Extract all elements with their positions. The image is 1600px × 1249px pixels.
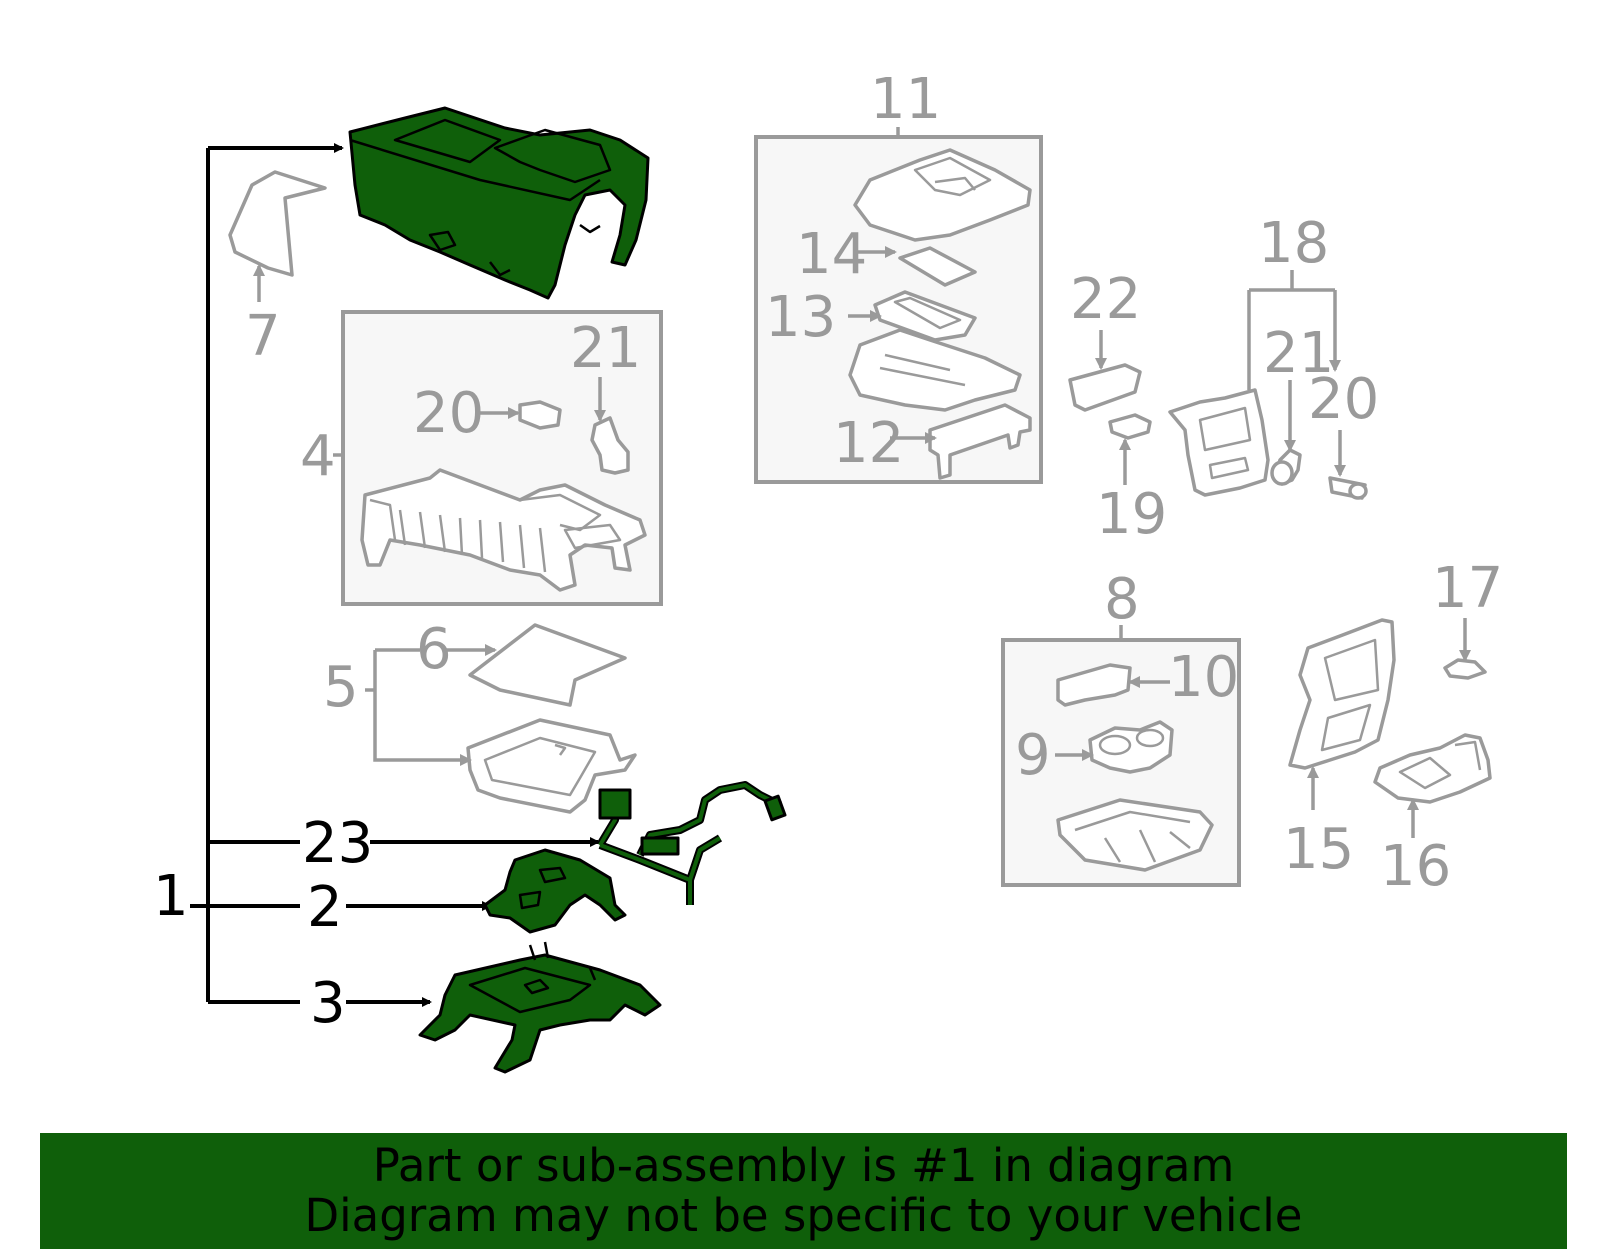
clip-part-19 — [1108, 413, 1152, 485]
callout-4: 4 — [300, 424, 336, 489]
lid-lower-part-12 — [848, 328, 1032, 480]
bracket-part — [483, 848, 627, 934]
lid-top-part-11 — [853, 148, 1032, 242]
plug-part-17 — [1443, 618, 1487, 680]
storage-bin-part-5 — [365, 648, 637, 814]
pad-part-14 — [858, 246, 977, 287]
callout-9: 9 — [1015, 723, 1051, 788]
console-assembly-part — [348, 106, 650, 300]
vent-part-22 — [1068, 330, 1142, 412]
callout-14: 14 — [796, 222, 867, 287]
clip-part-20 — [1328, 430, 1368, 500]
callout-21: 21 — [1263, 321, 1334, 386]
callout-21-box: 21 — [570, 316, 641, 381]
latch-part-21 — [1270, 380, 1302, 486]
callout-11: 11 — [870, 67, 941, 132]
info-banner: Part or sub-assembly is #1 in diagram Di… — [40, 1133, 1567, 1249]
cup-holder-part-9 — [1055, 720, 1174, 774]
callout-18: 18 — [1258, 211, 1329, 276]
callout-19: 19 — [1096, 482, 1167, 547]
callout-20: 20 — [1308, 367, 1379, 432]
callout-20-box: 20 — [413, 381, 484, 446]
callout-23: 23 — [302, 811, 373, 876]
callout-13: 13 — [765, 285, 836, 350]
mat-part-6 — [445, 623, 627, 707]
trim-bezel-part-15 — [1288, 618, 1396, 810]
callout-17: 17 — [1432, 556, 1503, 621]
base-frame-part — [418, 941, 662, 1074]
cup-base-part-8 — [1056, 798, 1214, 872]
callout-7: 7 — [245, 304, 281, 369]
callout-10: 10 — [1168, 645, 1239, 710]
callout-8: 8 — [1104, 567, 1140, 632]
callout-3: 3 — [310, 971, 346, 1036]
callout-16: 16 — [1380, 834, 1451, 899]
banner-line-1: Part or sub-assembly is #1 in diagram — [372, 1139, 1235, 1192]
callout-2: 2 — [307, 875, 343, 940]
rear-panel-part-18 — [1168, 270, 1335, 497]
clip-part-20-in-box — [480, 400, 562, 430]
callout-6: 6 — [416, 617, 452, 682]
storage-tray-part-4 — [360, 468, 647, 592]
insert-part-10 — [1056, 663, 1170, 707]
banner-line-2: Diagram may not be specific to your vehi… — [304, 1189, 1303, 1242]
callout-5: 5 — [323, 655, 359, 720]
callout-12: 12 — [833, 411, 904, 476]
wiring-harness-part — [596, 781, 787, 905]
console-trim-part-16 — [1373, 733, 1492, 838]
callout-15: 15 — [1283, 817, 1354, 882]
callout-22: 22 — [1070, 267, 1141, 332]
callout-1: 1 — [153, 864, 189, 929]
latch-part-21-in-box — [590, 377, 630, 475]
tray-part-13 — [848, 290, 977, 342]
leader-tree-1 — [190, 143, 600, 1007]
side-trim-part-7 — [228, 170, 327, 302]
